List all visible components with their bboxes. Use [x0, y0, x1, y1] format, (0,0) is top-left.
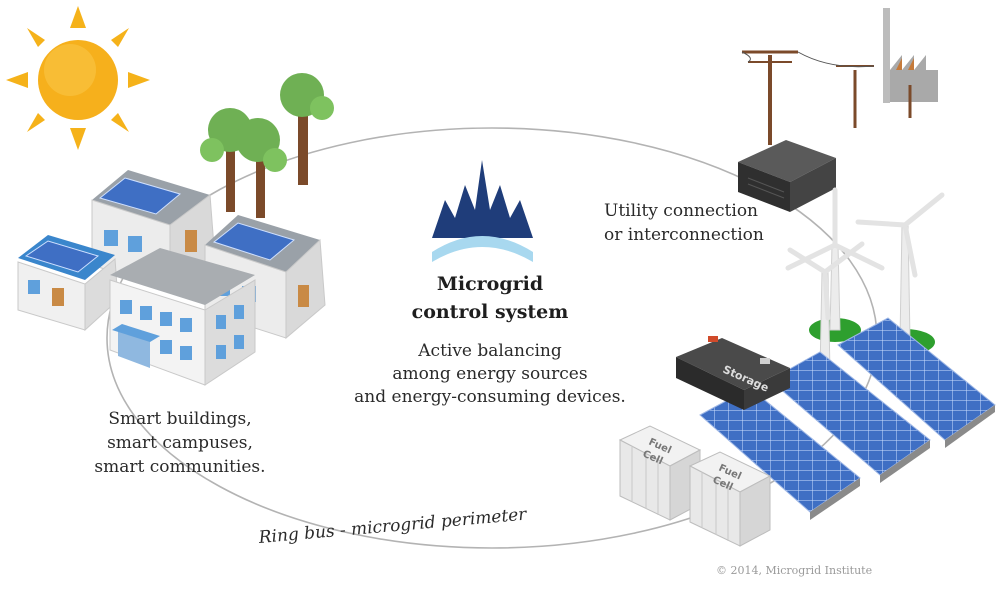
utility-label: Utility connection or interconnection — [604, 199, 824, 247]
center-desc-line-2: among energy sources — [392, 364, 588, 384]
utility-line-1: Utility connection — [604, 201, 758, 221]
smart-line-2: smart campuses, — [107, 433, 253, 453]
fuel-cells-icon: Fuel Cell Fuel Cell — [618, 425, 772, 547]
center-desc-line-3: and energy-consuming devices. — [354, 387, 626, 407]
center-title-line-2: control system — [411, 301, 569, 323]
smart-line-3: smart communities. — [94, 457, 266, 477]
trees-icon — [200, 73, 334, 218]
smart-buildings-icon — [17, 170, 326, 386]
center-description: Active balancing among energy sources an… — [300, 340, 680, 409]
wind-turbines-icon — [785, 187, 945, 373]
utility-line-2: or interconnection — [604, 225, 764, 245]
microgrid-logo-icon — [432, 160, 533, 262]
storage-battery-icon: Storage — [676, 336, 790, 410]
smart-buildings-label: Smart buildings, smart campuses, smart c… — [30, 407, 330, 479]
solar-panels-icon — [699, 317, 996, 520]
center-title-line-1: Microgrid — [436, 273, 544, 295]
sun-icon — [6, 6, 150, 150]
center-desc-line-1: Active balancing — [418, 341, 562, 361]
interconnection-box-icon — [738, 140, 836, 212]
center-title: Microgrid control system — [340, 270, 640, 326]
utility-grid-icon — [741, 8, 938, 145]
copyright-notice: © 2014, Microgrid Institute — [716, 564, 873, 577]
smart-line-1: Smart buildings, — [108, 409, 252, 429]
